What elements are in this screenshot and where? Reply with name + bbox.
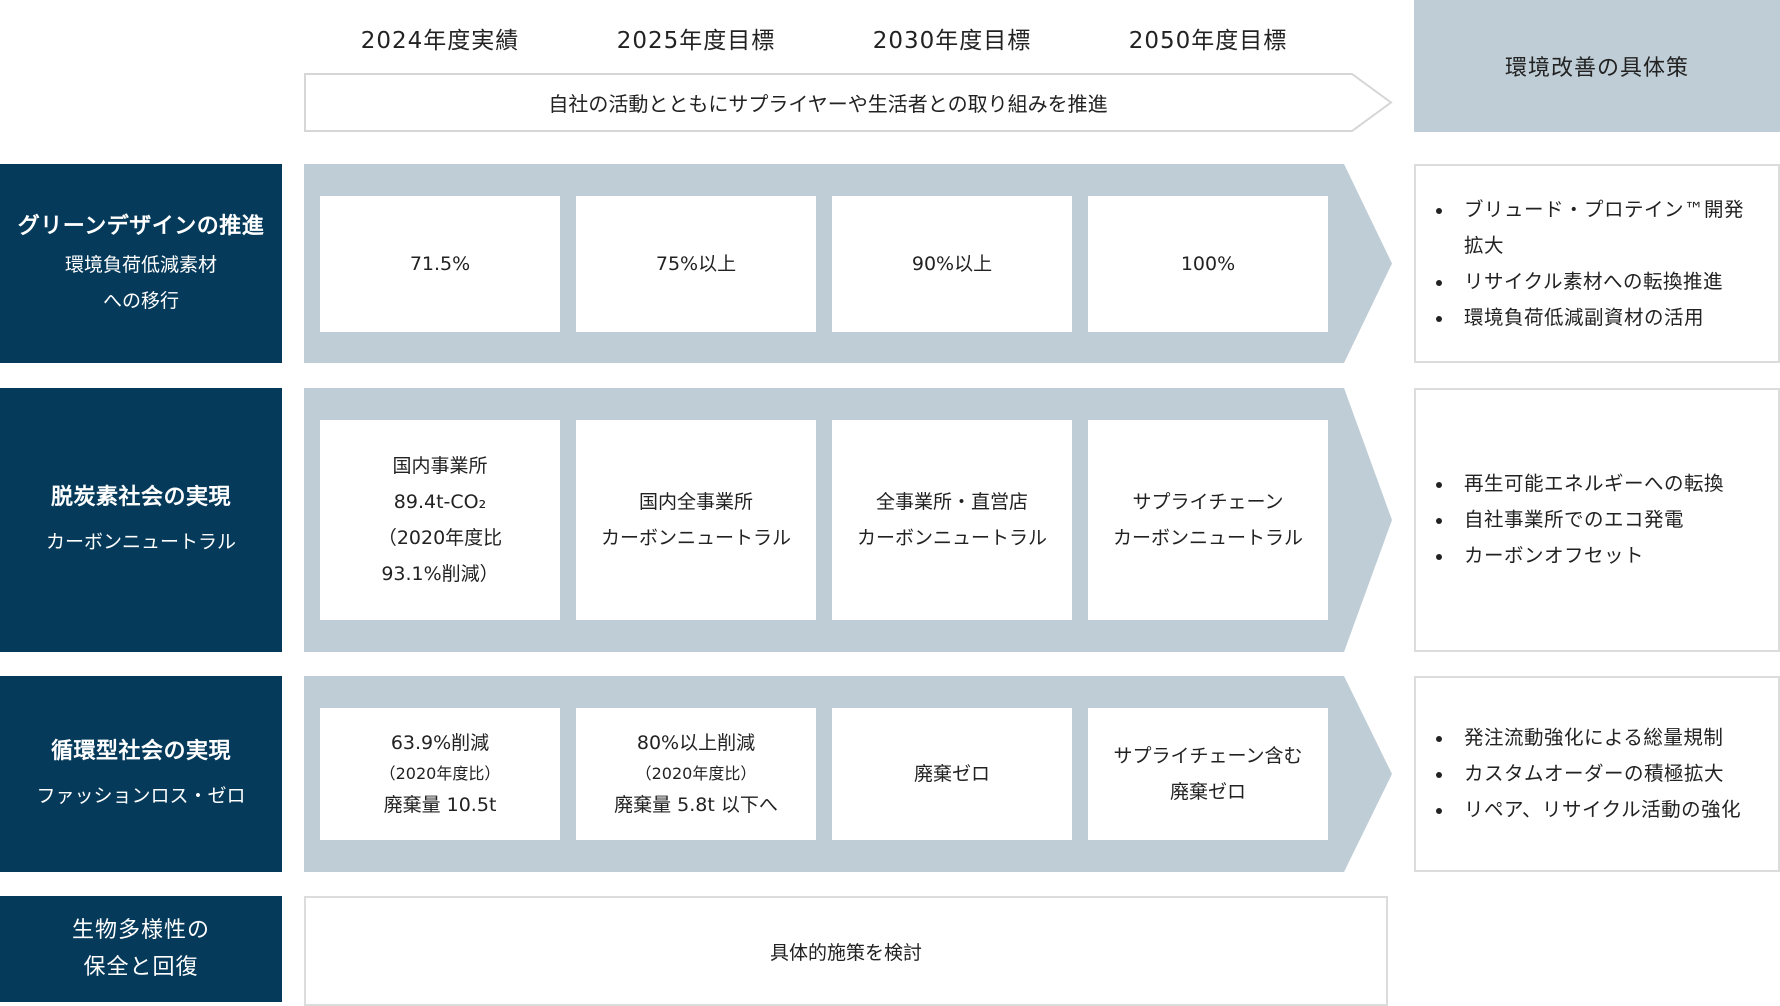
target-cell: 国内事業所 89.4t-CO₂ （2020年度比 93.1%削減） — [320, 420, 560, 620]
cell-note: （2020年度比） — [379, 764, 501, 783]
row-subtitle-line: への移行 — [102, 289, 179, 312]
measures-header: 環境改善の具体策 — [1414, 0, 1780, 132]
cell-text: 90%以上 — [911, 253, 993, 275]
cell-text-line: 63.9%削減 — [390, 732, 490, 754]
measure-item: 環境負荷低減副資材の活用 — [1436, 300, 1754, 336]
target-cell: 廃棄ゼロ — [832, 708, 1072, 840]
outlined-arrow-shape — [304, 73, 1393, 132]
column-header-2024: 2024年度実績 — [360, 28, 520, 54]
measure-item: 自社事業所でのエコ発電 — [1435, 502, 1724, 538]
target-cell: 90%以上 — [832, 196, 1072, 332]
column-header-2050: 2050年度目標 — [1128, 28, 1288, 54]
target-cell: サプライチェーン カーボンニュートラル — [1088, 420, 1328, 620]
cell-text-line: 廃棄ゼロ — [1169, 781, 1246, 803]
row-title: グリーンデザインの推進 — [17, 213, 265, 239]
biodiversity-box: 具体的施策を検討 — [304, 896, 1388, 1006]
measures-box-decarbonization: 再生可能エネルギーへの転換 自社事業所でのエコ発電 カーボンオフセット — [1414, 388, 1780, 652]
cell-text-line: （2020年度比 — [377, 527, 503, 549]
column-header-2030: 2030年度目標 — [872, 28, 1032, 54]
row-subtitle-line: カーボンニュートラル — [45, 531, 236, 553]
measures-box-green-design: ブリュード・プロテイン™開発拡大 リサイクル素材への転換推進 環境負荷低減副資材… — [1414, 164, 1780, 363]
cell-text-line: 国内事業所 — [392, 455, 488, 477]
cell-text: 100% — [1180, 253, 1236, 275]
cell-text-line: 廃棄量 5.8t 以下へ — [614, 794, 778, 816]
measure-item: ブリュード・プロテイン™開発拡大 — [1436, 192, 1754, 264]
cell-text-line: 89.4t-CO₂ — [393, 491, 487, 513]
row-subtitle-line: 環境負荷低減素材 — [64, 253, 217, 276]
target-cell: 71.5% — [320, 196, 560, 332]
measure-item: リペア、リサイクル活動の強化 — [1435, 792, 1741, 828]
cell-text-line: 国内全事業所 — [638, 491, 753, 513]
cell-text-line: カーボンニュートラル — [600, 527, 791, 549]
target-cell: 63.9%削減 （2020年度比） 廃棄量 10.5t — [320, 708, 560, 840]
row-label-green-design: グリーンデザインの推進 環境負荷低減素材 への移行 — [0, 164, 282, 363]
cell-text: 75%以上 — [655, 253, 737, 275]
cell-text-line: 廃棄量 10.5t — [383, 794, 497, 816]
cell-note: （2020年度比） — [635, 764, 757, 783]
row-label-circular-society: 循環型社会の実現 ファッションロス・ゼロ — [0, 676, 282, 872]
row-title-line: 生物多様性の — [71, 918, 210, 943]
cell-text-line: 廃棄ゼロ — [913, 763, 990, 785]
measures-list: ブリュード・プロテイン™開発拡大 リサイクル素材への転換推進 環境負荷低減副資材… — [1416, 192, 1754, 336]
row-title: 循環型社会の実現 — [50, 739, 231, 764]
row-label-decarbonization: 脱炭素社会の実現 カーボンニュートラル — [0, 388, 282, 652]
column-header-2025: 2025年度目標 — [616, 28, 776, 54]
measure-item: カーボンオフセット — [1435, 538, 1724, 574]
cell-text-line: サプライチェーン含む — [1113, 745, 1303, 767]
cell-text-line: カーボンニュートラル — [1112, 527, 1303, 549]
measures-list: 発注流動強化による総量規制 カスタムオーダーの積極拡大 リペア、リサイクル活動の… — [1416, 720, 1741, 828]
measures-box-circular-society: 発注流動強化による総量規制 カスタムオーダーの積極拡大 リペア、リサイクル活動の… — [1414, 676, 1780, 872]
measure-item: 再生可能エネルギーへの転換 — [1435, 466, 1724, 502]
cell-text-line: サプライチェーン — [1132, 491, 1284, 513]
target-cell: 100% — [1088, 196, 1328, 332]
measure-item: リサイクル素材への転換推進 — [1436, 264, 1754, 300]
target-cell: 全事業所・直営店 カーボンニュートラル — [832, 420, 1072, 620]
measure-item: カスタムオーダーの積極拡大 — [1435, 756, 1741, 792]
cell-text: 71.5% — [409, 253, 471, 275]
biodiversity-text: 具体的施策を検討 — [769, 941, 922, 964]
promotion-arrow-text: 自社の活動とともにサプライヤーや生活者との取り組みを推進 — [548, 92, 1108, 116]
measure-item: 発注流動強化による総量規制 — [1435, 720, 1741, 756]
cell-text-line: カーボンニュートラル — [856, 527, 1047, 549]
target-cell: 75%以上 — [576, 196, 816, 332]
row-label-biodiversity: 生物多様性の 保全と回復 — [0, 896, 282, 1002]
row-title-line: 保全と回復 — [83, 955, 199, 980]
row-title: 脱炭素社会の実現 — [50, 485, 231, 510]
target-cell: 国内全事業所 カーボンニュートラル — [576, 420, 816, 620]
cell-text-line: 93.1%削減） — [381, 563, 499, 585]
target-cell: サプライチェーン含む 廃棄ゼロ — [1088, 708, 1328, 840]
cell-text-line: 80%以上削減 — [636, 732, 756, 754]
promotion-arrow: 自社の活動とともにサプライヤーや生活者との取り組みを推進 — [304, 73, 1393, 132]
row-subtitle-line: ファッションロス・ゼロ — [36, 785, 246, 807]
target-cell: 80%以上削減 （2020年度比） 廃棄量 5.8t 以下へ — [576, 708, 816, 840]
cell-text-line: 全事業所・直営店 — [875, 491, 1028, 513]
measures-list: 再生可能エネルギーへの転換 自社事業所でのエコ発電 カーボンオフセット — [1416, 466, 1724, 574]
